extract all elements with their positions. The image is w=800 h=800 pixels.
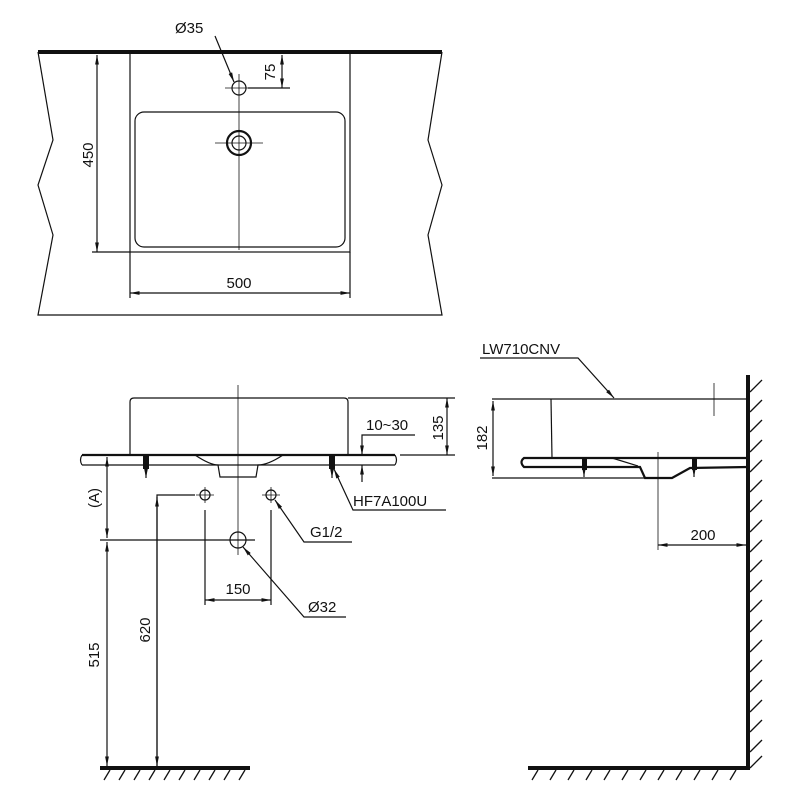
supply-spacing-label: 150 [225,581,250,598]
total-height-label: 182 [474,425,491,450]
countertop-side [520,456,749,480]
basin-bowl [134,111,346,248]
top-view: 450 500 75 Ø35 [37,20,443,316]
floor-hatch-side [531,769,737,781]
fixing-part-label: HF7A100U [353,493,427,510]
basin-front [129,397,349,455]
drain-diameter-label: Ø32 [308,599,336,616]
side-view: 182 LW710CNV 200 [474,341,763,781]
floor-hatch [103,769,246,781]
depth-label: 450 [80,142,97,167]
drain-from-wall-label: 200 [690,527,715,544]
wall-hatch [749,379,763,769]
dim-a-label: (A) [86,488,103,508]
width-label: 500 [226,275,251,292]
fixing-bolt-right [329,455,335,478]
tap-offset-label: 75 [262,64,279,81]
tap-hole-diameter-label: Ø35 [175,20,203,37]
countertop-outline [37,51,443,316]
supply-thread-label: G1/2 [310,524,343,541]
countertop-thickness-label: 10~30 [366,417,408,434]
fixing-bolt-side-right [692,458,697,477]
fixing-bolt-side-left [582,458,587,477]
basin-outline [129,51,351,253]
front-view: 135 10~30 HF7A100U 150 G1/2 Ø32 (A) 515 [79,385,455,781]
drain-height-label: 515 [86,642,103,667]
fixing-bolt-left [143,455,149,478]
model-label: LW710CNV [482,341,560,358]
supply-height-label: 620 [137,617,154,642]
height-label: 135 [430,415,447,440]
